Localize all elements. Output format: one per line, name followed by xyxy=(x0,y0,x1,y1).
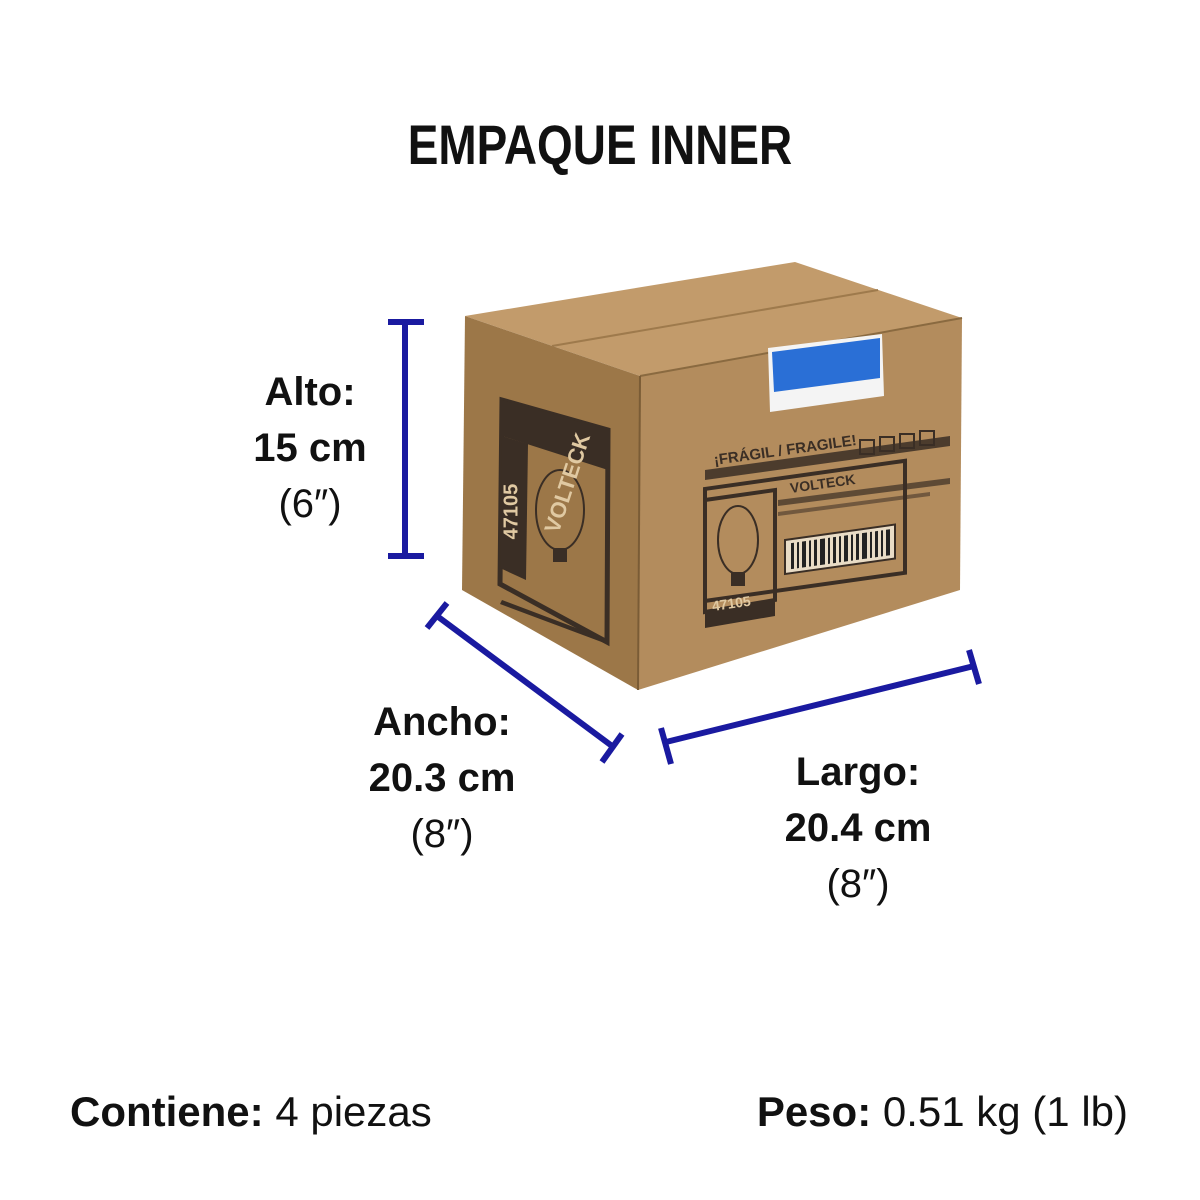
contents-info: Contiene: 4 piezas xyxy=(70,1088,432,1136)
ancho-name: Ancho: xyxy=(373,700,511,744)
largo-metric: 20.4 cm xyxy=(784,806,932,850)
alto-label: Alto: 15 cm (6″) xyxy=(240,364,380,532)
barcode xyxy=(784,523,896,576)
security-seal xyxy=(768,334,884,412)
ancho-dimension-line xyxy=(435,613,614,749)
alto-imperial: (6″) xyxy=(278,482,342,526)
weight-value: 0.51 kg (1 lb) xyxy=(882,1088,1128,1135)
largo-name: Largo: xyxy=(795,750,921,794)
alto-metric: 15 cm xyxy=(253,426,367,470)
ancho-imperial: (8″) xyxy=(410,812,474,856)
alto-name: Alto: xyxy=(264,370,356,414)
weight-label: Peso: xyxy=(756,1088,872,1135)
ancho-metric: 20.3 cm xyxy=(368,756,516,800)
largo-imperial: (8″) xyxy=(826,862,890,906)
dimension-lines xyxy=(388,319,982,765)
contents-value: 4 piezas xyxy=(275,1088,432,1135)
contents-label: Contiene: xyxy=(70,1088,264,1135)
ancho-label: Ancho: 20.3 cm (8″) xyxy=(352,694,532,862)
page-title: EMPAQUE INNER xyxy=(407,113,793,176)
handling-icons xyxy=(859,430,935,455)
side-code-text: 47105 xyxy=(500,483,523,540)
largo-label: Largo: 20.4 cm (8″) xyxy=(768,744,948,912)
largo-dimension-line xyxy=(665,663,975,745)
weight-info: Peso: 0.51 kg (1 lb) xyxy=(757,1088,1128,1136)
